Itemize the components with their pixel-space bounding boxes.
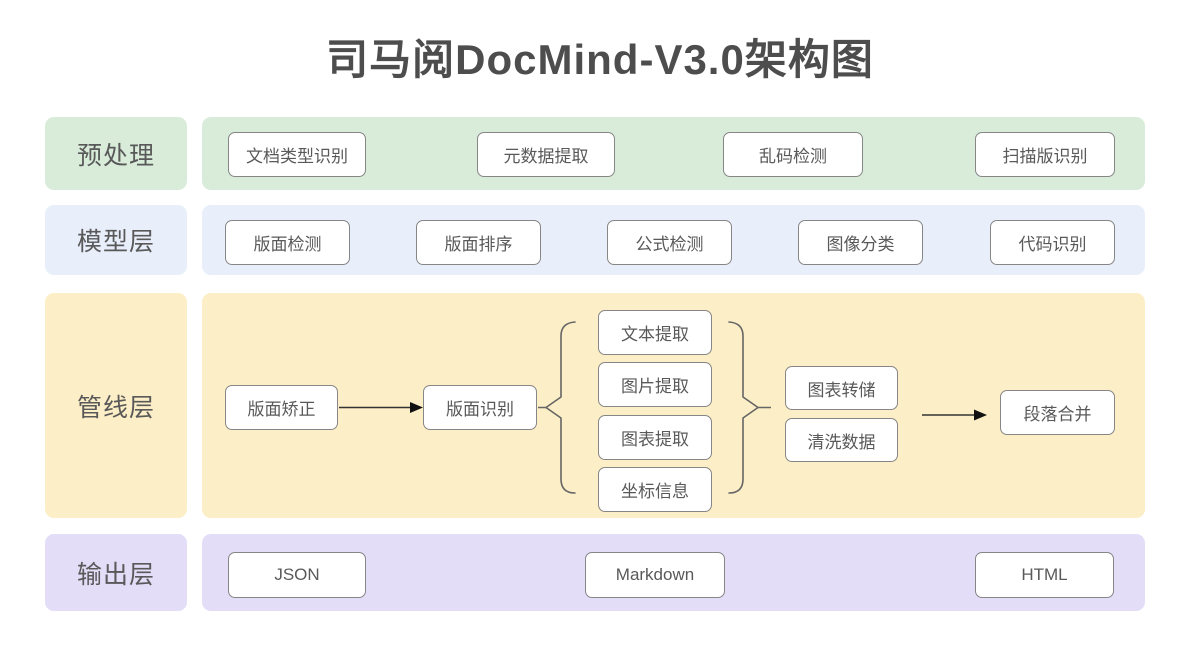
node-layout-correction: 版面矫正 [225,385,338,430]
node-layout-recognition: 版面识别 [423,385,537,430]
row-label-pipeline: 管线层 [45,293,187,518]
node-scanned-doc-recognition: 扫描版识别 [975,132,1115,177]
node-layout-detection: 版面检测 [225,220,350,265]
row-label-preprocess: 预处理 [45,117,187,190]
node-doc-type-recognition: 文档类型识别 [228,132,366,177]
node-data-cleaning: 清洗数据 [785,418,898,462]
row-label-model: 模型层 [45,205,187,275]
node-chart-dump: 图表转储 [785,366,898,410]
row-label-output: 输出层 [45,534,187,611]
node-coordinate-info: 坐标信息 [598,467,712,512]
node-metadata-extraction: 元数据提取 [477,132,615,177]
node-html-output: HTML [975,552,1114,598]
node-formula-detection: 公式检测 [607,220,732,265]
node-markdown-output: Markdown [585,552,725,598]
node-chart-extraction: 图表提取 [598,415,712,460]
node-text-extraction: 文本提取 [598,310,712,355]
node-paragraph-merge: 段落合并 [1000,390,1115,435]
node-layout-ordering: 版面排序 [416,220,541,265]
node-code-recognition: 代码识别 [990,220,1115,265]
node-garbled-text-detection: 乱码检测 [723,132,863,177]
node-json-output: JSON [228,552,366,598]
node-image-extraction: 图片提取 [598,362,712,407]
node-image-classification: 图像分类 [798,220,923,265]
page-title: 司马阅DocMind-V3.0架构图 [326,36,874,83]
